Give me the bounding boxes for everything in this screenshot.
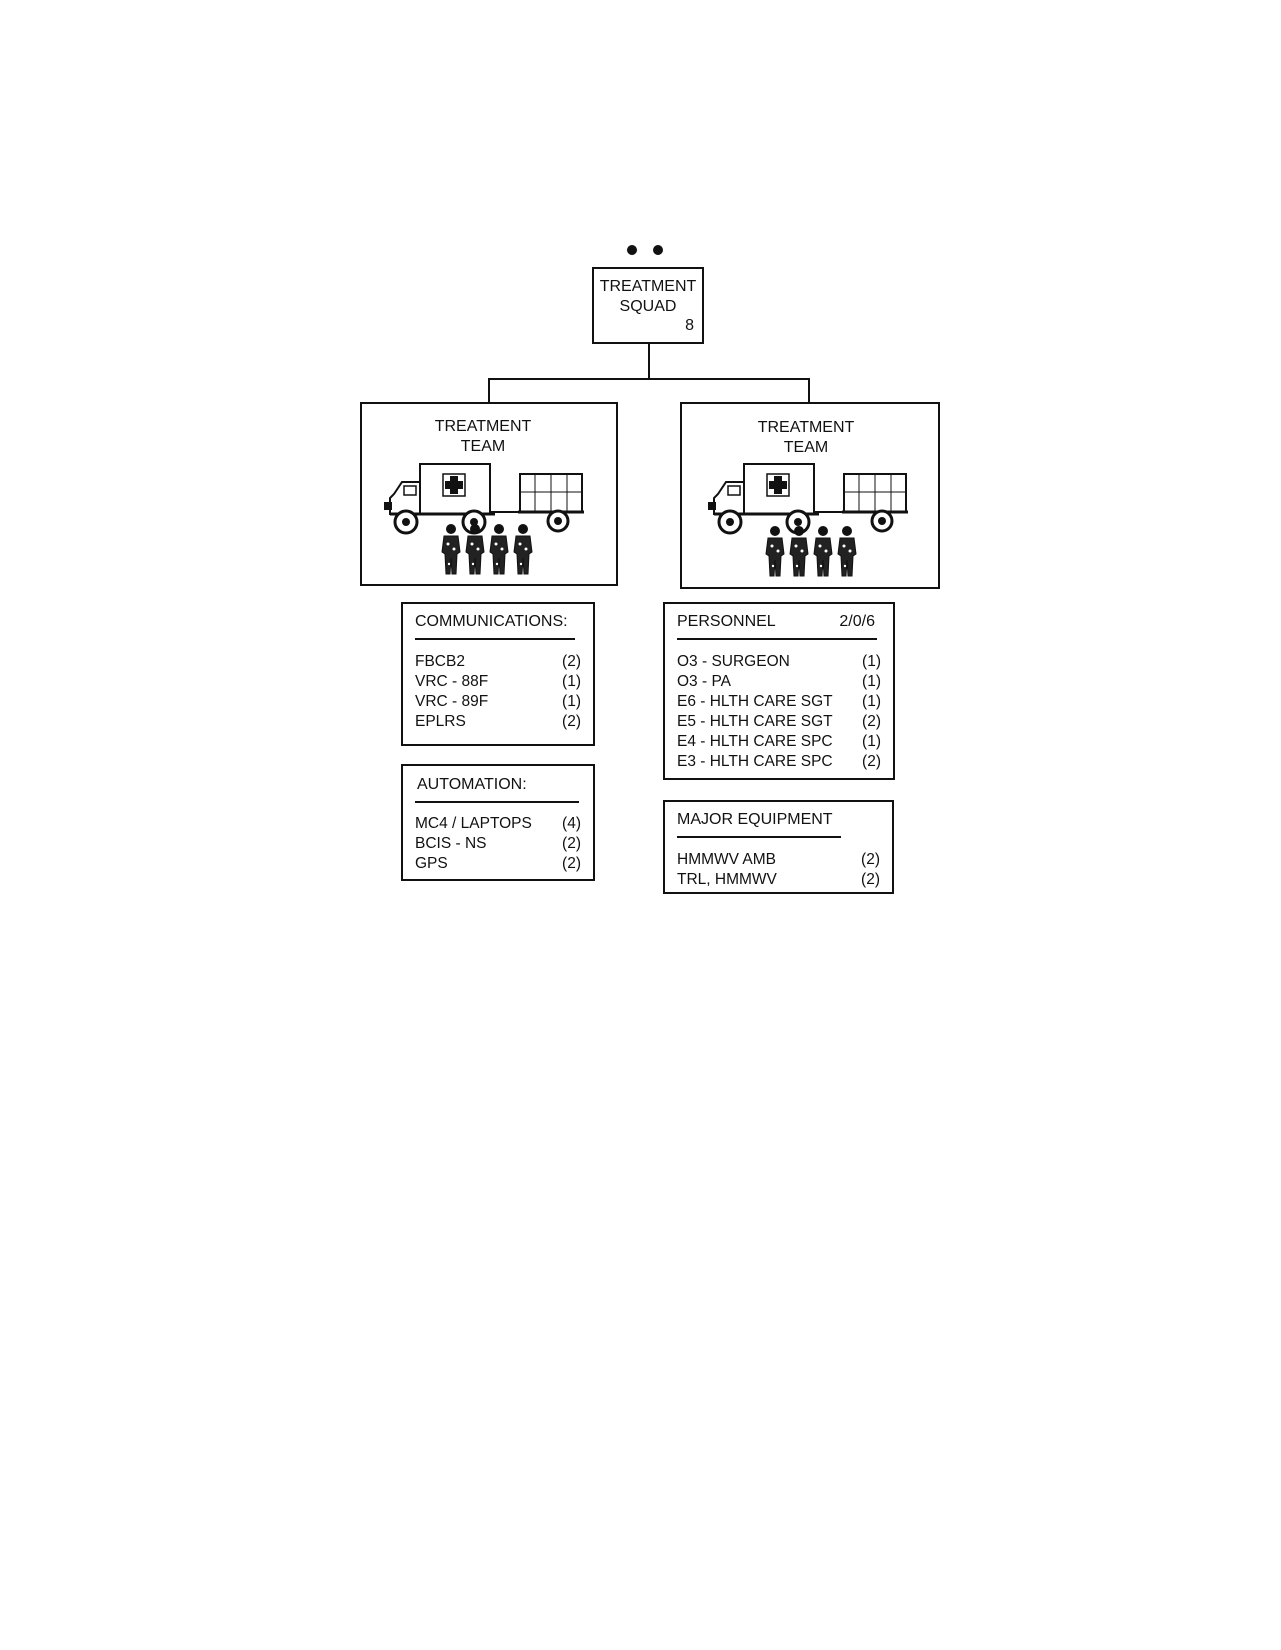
list-item: E6 - HLTH CARE SGT(1) — [677, 693, 881, 710]
header-rule — [677, 638, 877, 640]
automation-box: AUTOMATION: MC4 / LAPTOPS(4) BCIS - NS(2… — [401, 764, 595, 881]
team-title-line2: TEAM — [460, 438, 506, 455]
list-item: O3 - SURGEON(1) — [677, 653, 881, 670]
list-item: GPS(2) — [415, 855, 581, 872]
squad-title-line1: TREATMENT — [599, 278, 697, 295]
team-title-line1: TREATMENT — [434, 418, 532, 435]
list-item: TRL, HMMWV(2) — [677, 871, 880, 888]
soldiers-icon — [765, 525, 857, 577]
personnel-header: PERSONNEL — [677, 613, 776, 630]
personnel-header-row: PERSONNEL 2/0/6 — [677, 612, 881, 632]
list-item: VRC - 88F(1) — [415, 673, 581, 690]
soldiers-icon — [441, 523, 533, 575]
personnel-totals: 2/0/6 — [839, 613, 875, 630]
treatment-team-box-right: TREATMENT TEAM — [680, 402, 940, 589]
connector-vertical-right — [808, 378, 810, 402]
list-item: MC4 / LAPTOPS(4) — [415, 815, 581, 832]
treatment-squad-box: TREATMENT SQUAD 8 — [592, 267, 704, 344]
header-rule — [677, 836, 841, 838]
list-item: EPLRS(2) — [415, 713, 581, 730]
squad-strength: 8 — [685, 317, 694, 334]
list-item: E3 - HLTH CARE SPC(2) — [677, 753, 881, 770]
personnel-box: PERSONNEL 2/0/6 O3 - SURGEON(1) O3 - PA(… — [663, 602, 895, 780]
automation-header: AUTOMATION: — [417, 776, 527, 793]
list-item: E5 - HLTH CARE SGT(2) — [677, 713, 881, 730]
list-item: BCIS - NS(2) — [415, 835, 581, 852]
list-item: E4 - HLTH CARE SPC(1) — [677, 733, 881, 750]
connector-vertical-squad — [648, 344, 650, 379]
header-rule — [415, 801, 579, 803]
communications-header: COMMUNICATIONS: — [415, 613, 568, 630]
major-equipment-header: MAJOR EQUIPMENT — [677, 811, 833, 828]
treatment-team-box-left: TREATMENT TEAM — [360, 402, 618, 586]
squad-title-line2: SQUAD — [619, 298, 677, 315]
major-equipment-box: MAJOR EQUIPMENT HMMWV AMB(2) TRL, HMMWV(… — [663, 800, 894, 894]
header-rule — [415, 638, 575, 640]
list-item: O3 - PA(1) — [677, 673, 881, 690]
list-item: FBCB2(2) — [415, 653, 581, 670]
communications-box: COMMUNICATIONS: FBCB2(2) VRC - 88F(1) VR… — [401, 602, 595, 746]
unit-size-dot — [653, 245, 663, 255]
list-item: VRC - 89F(1) — [415, 693, 581, 710]
team-title-line2: TEAM — [783, 439, 829, 456]
unit-size-dot — [627, 245, 637, 255]
connector-horizontal — [488, 378, 810, 380]
connector-vertical-left — [488, 378, 490, 402]
list-item: HMMWV AMB(2) — [677, 851, 880, 868]
team-title-line1: TREATMENT — [757, 419, 855, 436]
